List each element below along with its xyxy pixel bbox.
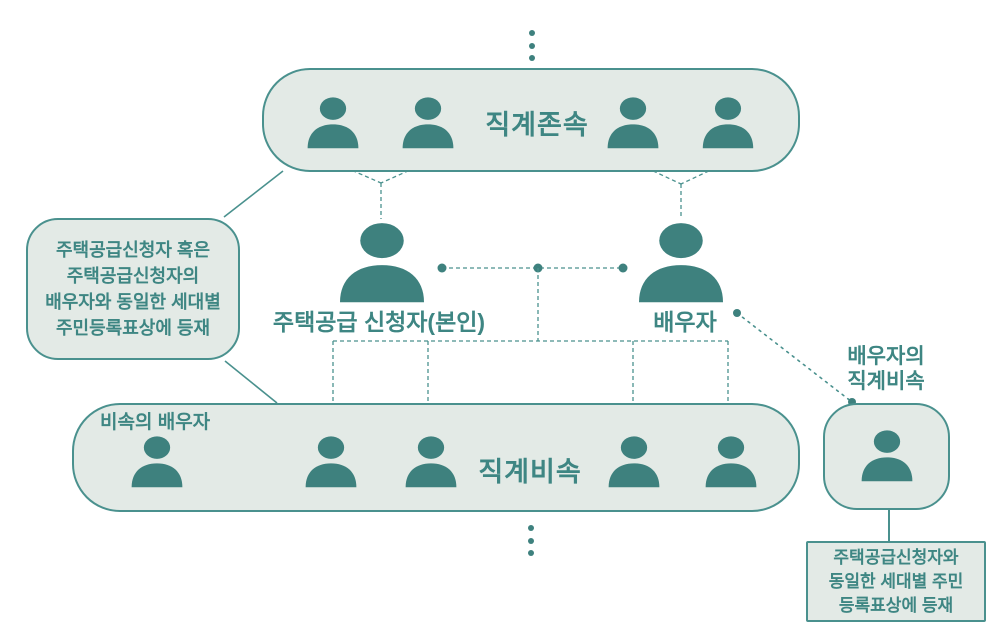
left-note-line: 주택공급신청자의 [66, 266, 200, 286]
left-note-line: 배우자와 동일한 세대별 [45, 292, 221, 312]
applicant-person-icon [340, 223, 424, 303]
person-icon [305, 436, 357, 488]
person-icon [861, 430, 913, 482]
bottom-note-line: 등록표상에 등재 [838, 595, 954, 615]
bottom-note-text: 주택공급신청자와 동일한 세대별 주민 등록표상에 등재 [829, 546, 964, 618]
bottom-note-line: 주택공급신청자와 [833, 547, 959, 567]
applicant-label: 주택공급 신청자(본인) [272, 309, 486, 335]
left-note-bottom-connector [224, 360, 278, 404]
ascendants-box [262, 68, 800, 172]
vertical-ellipsis-icon [528, 525, 534, 556]
vertical-ellipsis-icon [529, 30, 535, 61]
left-note-box: 주택공급신청자 혹은 주택공급신청자의 배우자와 동일한 세대별 주민등록표상에… [26, 218, 240, 360]
descendant-spouse-label: 비속의 배우자 [100, 412, 211, 433]
left-note-line: 주민등록표상에 등재 [55, 318, 211, 338]
spouse-descendants-box [823, 403, 950, 510]
bottom-note-line: 동일한 세대별 주민 [828, 571, 964, 591]
spouse-person-icon [639, 223, 723, 303]
left-note-line: 주택공급신청자 혹은 [55, 240, 211, 260]
spouse-descendants-label: 배우자의 직계비속 [816, 344, 956, 394]
descendants-label: 직계비속 [478, 457, 582, 487]
left-note-top-connector [223, 170, 284, 218]
spouse-label: 배우자 [653, 309, 717, 335]
person-icon [702, 97, 754, 149]
spouse-descendants-label-line: 배우자의 [847, 345, 925, 368]
spouse-descendants-label-line: 직계비속 [847, 370, 925, 393]
ascendants-label: 직계존속 [485, 110, 589, 140]
person-icon [131, 436, 183, 488]
bottom-note-box: 주택공급신청자와 동일한 세대별 주민 등록표상에 등재 [806, 541, 986, 622]
left-note-text: 주택공급신청자 혹은 주택공급신청자의 배우자와 동일한 세대별 주민등록표상에… [45, 237, 221, 341]
person-icon [705, 436, 757, 488]
person-icon [307, 97, 359, 149]
